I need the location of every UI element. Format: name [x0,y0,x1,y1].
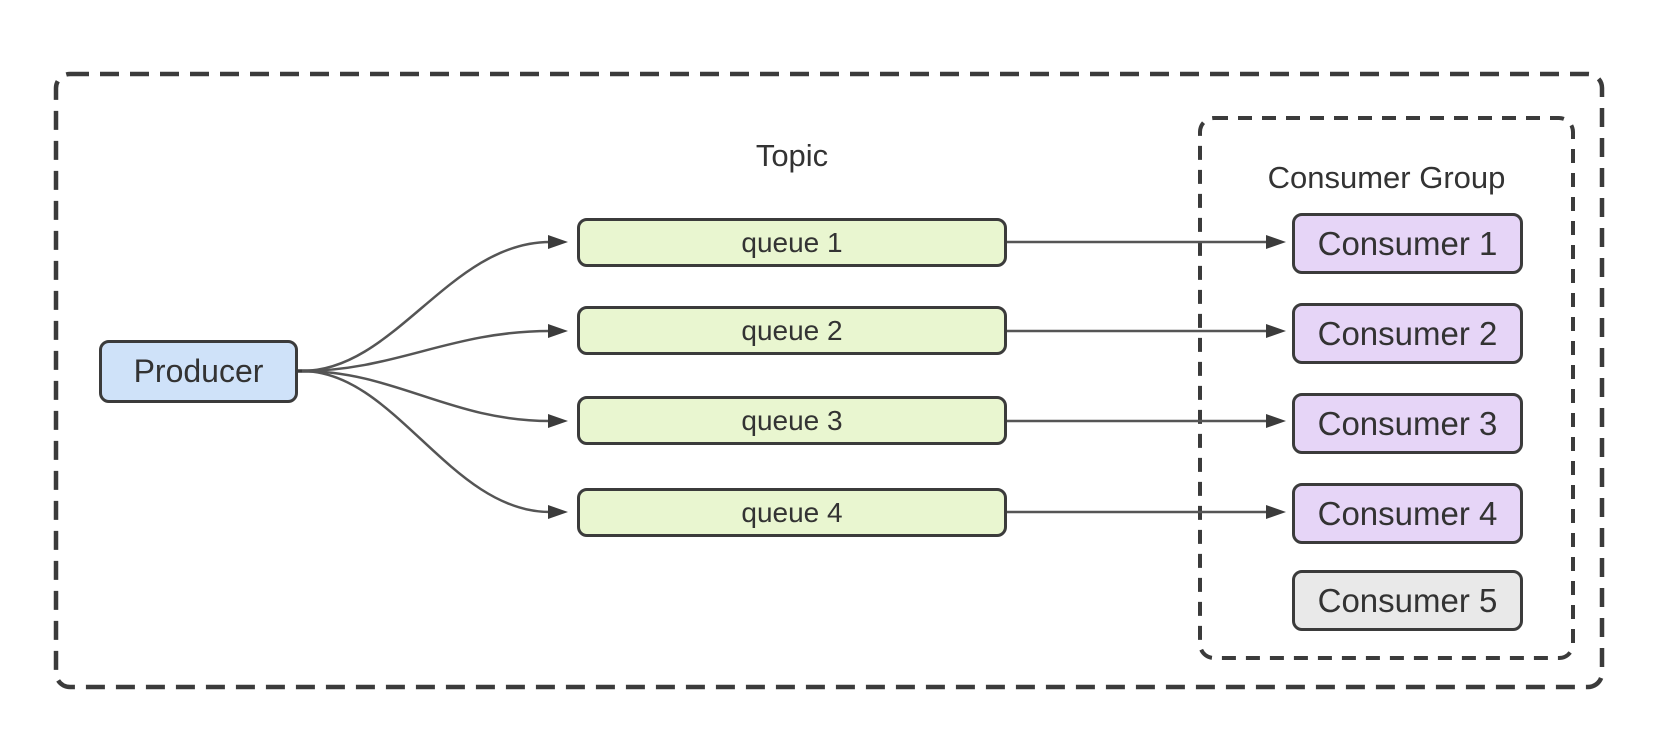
consumer-node-2: Consumer 2 [1292,303,1523,364]
queue-node-1: queue 1 [577,218,1007,267]
consumer-label: Consumer 4 [1317,494,1498,532]
system-boundary [53,71,1605,690]
consumer-label: Consumer 1 [1317,224,1498,262]
consumer-node-5: Consumer 5 [1292,570,1523,631]
consumer-group-label: Consumer Group [1267,160,1506,195]
consumer-label: Consumer 2 [1317,314,1498,352]
consumer-node-4: Consumer 4 [1292,483,1523,544]
producer-node: Producer [99,340,298,403]
queue-label: queue 4 [741,496,843,528]
producer-to-queue-4-connector [301,369,568,519]
queue-label: queue 3 [741,404,843,436]
consumer-group-boundary [1198,116,1575,660]
topic-label: Topic [755,138,829,173]
consumer-label: Consumer 5 [1317,581,1498,619]
consumer-label: Consumer 3 [1317,404,1498,442]
producer-label: Producer [133,353,264,389]
consumer-node-1: Consumer 1 [1292,213,1523,274]
queue-label: queue 1 [741,226,843,258]
queue-node-4: queue 4 [577,488,1007,537]
producer-to-queue-1-connector [301,235,568,373]
queue-node-3: queue 3 [577,396,1007,445]
consumer-node-3: Consumer 3 [1292,393,1523,454]
producer-to-queue-2-connector [301,324,568,373]
queue-label: queue 2 [741,314,843,346]
queue-node-2: queue 2 [577,306,1007,355]
producer-to-queue-3-connector [301,369,568,428]
